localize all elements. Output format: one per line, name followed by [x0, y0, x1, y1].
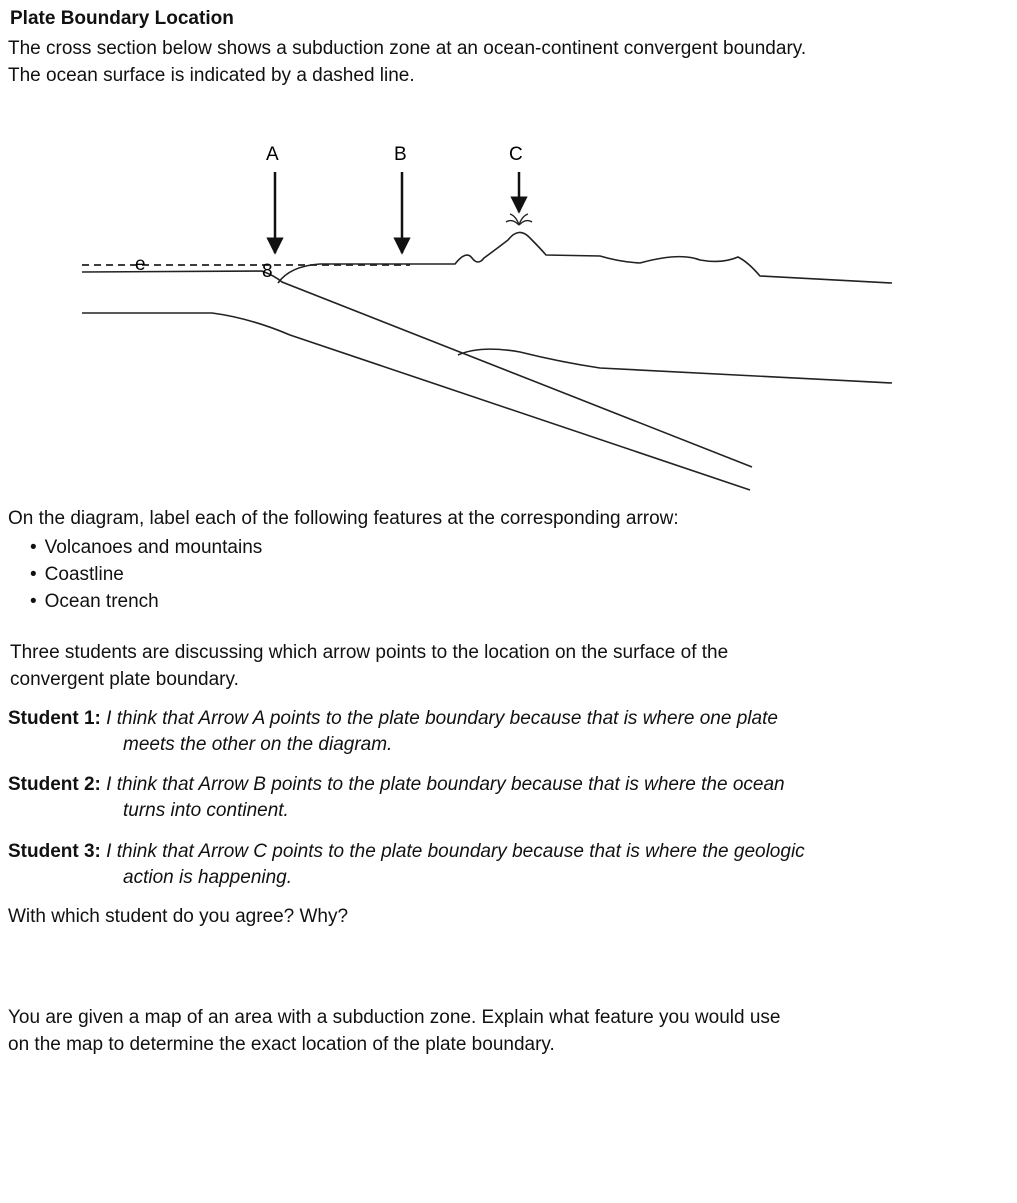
- arrow-label-a: A: [266, 144, 279, 165]
- feature-list: Volcanoes and mountains Coastline Ocean …: [30, 534, 263, 615]
- continental-crust-bottom: [457, 348, 893, 384]
- arrow-label-c: C: [509, 144, 523, 165]
- student-2-line-1: I think that Arrow B points to the plate…: [106, 774, 785, 795]
- student-3-label: Student 3:: [8, 841, 101, 862]
- discussion-line-1: Three students are discussing which arro…: [10, 642, 729, 663]
- student-1-line-2: meets the other on the diagram.: [123, 734, 393, 755]
- page-title: Plate Boundary Location: [10, 8, 234, 29]
- student-2-statement: Student 2: I think that Arrow B points t…: [8, 772, 988, 824]
- oceanic-plate-bottom: [82, 312, 751, 491]
- intro-line-2: The ocean surface is indicated by a dash…: [8, 65, 415, 86]
- subduction-cross-section-diagram: A B C 8 e: [81, 144, 893, 491]
- student-3-line-2: action is happening.: [123, 867, 293, 888]
- student-3-line-1: I think that Arrow C points to the plate…: [106, 841, 805, 862]
- ocean-mark: e: [135, 254, 146, 275]
- discussion-text: Three students are discussing which arro…: [10, 639, 910, 693]
- student-2-line-2: turns into continent.: [123, 800, 289, 821]
- question-1: With which student do you agree? Why?: [8, 906, 349, 927]
- feature-item-volcanoes: Volcanoes and mountains: [30, 534, 263, 561]
- volcano-eruption-icon: [505, 213, 533, 226]
- feature-item-coastline: Coastline: [30, 561, 262, 588]
- oceanic-plate-top: [81, 270, 753, 468]
- intro-text: The cross section below shows a subducti…: [8, 35, 998, 89]
- student-1-statement: Student 1: I think that Arrow A points t…: [8, 706, 988, 758]
- student-1-line-1: I think that Arrow A points to the plate…: [106, 708, 778, 729]
- student-3-statement: Student 3: I think that Arrow C points t…: [8, 839, 988, 891]
- trench-mark: 8: [262, 261, 273, 282]
- student-1-label: Student 1:: [8, 708, 101, 729]
- student-2-label: Student 2:: [8, 774, 101, 795]
- arrow-label-b: B: [394, 144, 407, 165]
- continental-surface: [277, 231, 893, 284]
- instruction-text: On the diagram, label each of the follow…: [8, 508, 679, 529]
- question-2-line-1: You are given a map of an area with a su…: [8, 1007, 781, 1028]
- question-2: You are given a map of an area with a su…: [8, 1004, 988, 1058]
- discussion-line-2: convergent plate boundary.: [10, 669, 239, 690]
- question-2-line-2: on the map to determine the exact locati…: [8, 1034, 555, 1055]
- intro-line-1: The cross section below shows a subducti…: [8, 38, 807, 59]
- feature-item-ocean-trench: Ocean trench: [30, 588, 262, 615]
